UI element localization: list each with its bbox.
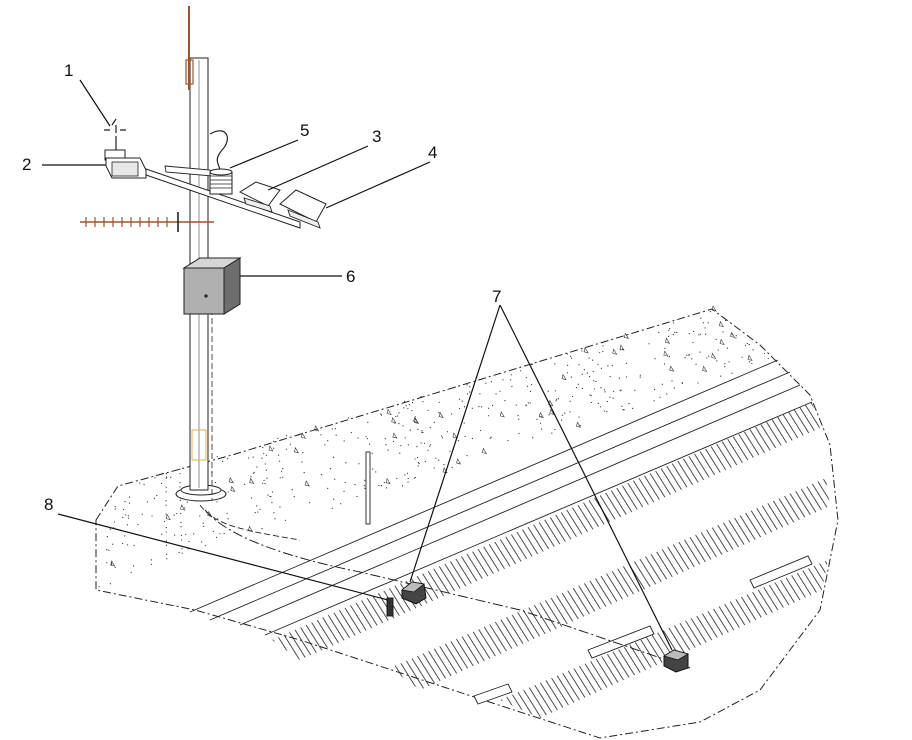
radiation-shield <box>209 130 228 171</box>
leader-lines <box>42 79 673 651</box>
label-6: 6 <box>346 267 355 286</box>
callout-labels: 1 2 3 4 5 6 7 8 <box>22 61 501 514</box>
lane-stripe-3 <box>500 560 828 718</box>
subsurface-sensor <box>386 597 394 617</box>
control-cabinet <box>182 257 242 315</box>
lane-marking <box>473 683 513 705</box>
cable-conduit <box>199 504 301 541</box>
label-4: 4 <box>428 143 437 162</box>
temp-humidity-sensor <box>105 157 147 179</box>
wind-sensor <box>104 118 126 161</box>
mast-junction <box>191 429 207 461</box>
lane-marking <box>587 625 655 659</box>
lane-marking <box>749 555 813 589</box>
present-weather-sensor <box>279 189 327 229</box>
label-5: 5 <box>300 121 309 140</box>
road-sensor-2 <box>663 649 689 673</box>
label-3: 3 <box>372 127 381 146</box>
marker-post <box>365 451 371 525</box>
label-2: 2 <box>22 155 31 174</box>
mast <box>175 6 227 502</box>
visibility-sensor <box>238 181 281 213</box>
label-1: 1 <box>64 61 73 80</box>
gravel-texture <box>98 305 769 588</box>
lane-stripe-2 <box>390 478 830 690</box>
label-7: 7 <box>492 287 501 306</box>
yagi-antenna <box>80 212 214 232</box>
label-8: 8 <box>44 495 53 514</box>
cable-trench <box>204 509 691 669</box>
rain-gauge <box>209 168 233 195</box>
road-sensor-1 <box>401 581 427 605</box>
